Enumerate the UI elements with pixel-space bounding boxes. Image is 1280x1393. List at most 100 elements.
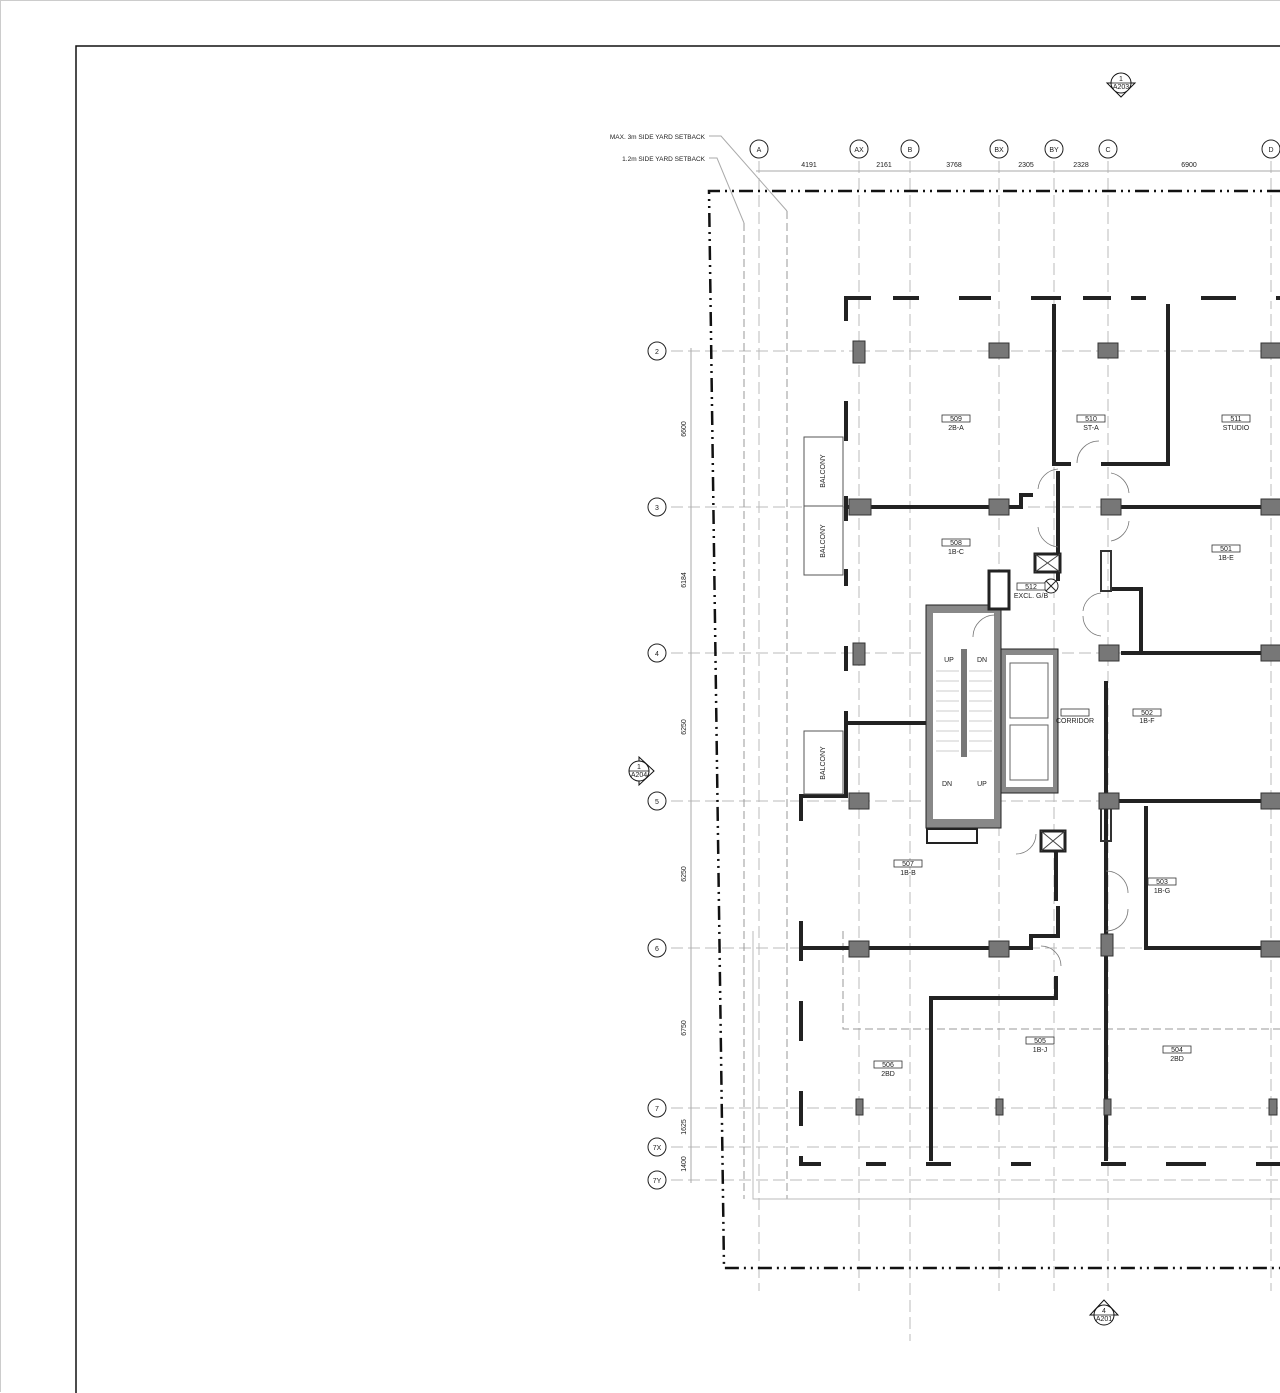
plan-element xyxy=(1076,414,1106,423)
plan-element: 6 xyxy=(655,946,659,953)
plan-element: 2BD xyxy=(1170,1056,1184,1063)
plan-element xyxy=(848,498,872,516)
min-setback-note: 1.2m SIDE YARD SETBACK xyxy=(622,156,706,163)
plan-element xyxy=(1236,296,1276,301)
plan-element: 503 xyxy=(1156,879,1168,886)
plan-element xyxy=(749,139,769,159)
plan-element xyxy=(1144,806,1280,950)
plan-element xyxy=(647,497,667,517)
plan-element: A204 xyxy=(631,772,647,779)
plan-element: 508 xyxy=(950,540,962,547)
plan-element xyxy=(709,157,745,224)
dimension-lines xyxy=(690,170,1280,1183)
plan-element: 505 xyxy=(1034,1038,1046,1045)
plan-element xyxy=(1052,304,1071,466)
plan-element: STUDIO xyxy=(1223,425,1250,432)
plan-element xyxy=(1082,592,1102,612)
plan-element xyxy=(846,493,1033,509)
elevators xyxy=(1000,648,1059,794)
balcony-label: BALCONY xyxy=(820,746,827,780)
plan-element xyxy=(951,1162,1011,1167)
plan-element xyxy=(1009,662,1049,719)
grid-bubble-BY: BY xyxy=(1044,139,1064,159)
plan-element: 1B-B xyxy=(900,870,916,877)
plan-element xyxy=(1101,304,1170,466)
plan-element: 7 xyxy=(655,1106,659,1113)
plan-element xyxy=(926,828,978,844)
plan-element: 5 xyxy=(655,799,659,806)
plan-element xyxy=(893,859,923,868)
plan-element: D xyxy=(1268,147,1273,154)
grid-bubble-AX: AX xyxy=(849,139,869,159)
balcony xyxy=(803,505,844,576)
plan-element: 4 xyxy=(655,651,659,658)
plan-element xyxy=(988,498,1010,516)
setback-notes: MAX. 3m SIDE YARD SETBACK 1.2m SIDE YARD… xyxy=(610,134,788,224)
plan-element: 4 xyxy=(1102,1308,1106,1315)
exterior-walls xyxy=(799,296,1280,1167)
plan-element xyxy=(871,296,893,301)
plan-element xyxy=(1261,139,1280,159)
plan-element xyxy=(799,821,804,921)
balcony-label: BALCONY xyxy=(820,454,827,488)
plan-element xyxy=(873,1060,903,1069)
plan-element: 512 xyxy=(1025,584,1037,591)
section-marker-top: 1 A203 xyxy=(1105,72,1137,98)
grid-bubble-5: 5 xyxy=(647,791,667,811)
grid-bubble-6: 6 xyxy=(647,938,667,958)
plan-element: 1B-C xyxy=(948,549,964,556)
plan-element xyxy=(1105,870,1129,894)
plan-element: 2B-A xyxy=(948,425,964,432)
plan-element xyxy=(988,342,1010,359)
plan-element xyxy=(1100,933,1114,957)
plan-element xyxy=(647,341,667,361)
balcony-label: BALCONY xyxy=(820,524,827,558)
plan-element xyxy=(972,614,996,638)
plan-element xyxy=(852,642,866,666)
plan-element: 1B-E xyxy=(1218,555,1234,562)
plan-element: 6600 xyxy=(681,421,688,437)
plan-element: 1625 xyxy=(681,1119,688,1135)
stair-up-label: UP xyxy=(977,781,987,788)
plan-element xyxy=(1098,644,1120,662)
section-marker-bottom: 4 A201 xyxy=(1088,1299,1120,1326)
plan-element xyxy=(987,569,1011,611)
plan-element: 6750 xyxy=(681,1020,688,1036)
plan-element xyxy=(1100,498,1122,516)
plan-element xyxy=(821,1162,866,1167)
plan-element xyxy=(1037,526,1059,548)
stair-up-label: UP xyxy=(944,657,954,664)
property-line xyxy=(707,189,1280,1270)
balcony xyxy=(803,436,844,507)
grid-bubble-4: 4 xyxy=(647,643,667,663)
plan-element xyxy=(1132,708,1162,717)
balconies: BALCONY BALCONY BALCONY xyxy=(803,436,844,795)
plan-element: 507 xyxy=(902,861,914,868)
grid-bubble-BX: BX xyxy=(989,139,1009,159)
plan-element xyxy=(1061,296,1083,301)
plan-element xyxy=(1097,342,1119,359)
plan-element xyxy=(801,906,1060,950)
plan-element: BX xyxy=(994,147,1004,154)
plan-element: EXCL. G/B xyxy=(1014,593,1049,600)
plan-element: A203 xyxy=(1113,84,1129,91)
plan-element: BY xyxy=(1049,147,1059,154)
plan-element xyxy=(1146,296,1201,301)
interior-walls xyxy=(801,304,1280,1161)
plan-element xyxy=(852,340,866,364)
plan-element xyxy=(1206,1162,1256,1167)
balcony xyxy=(803,730,844,795)
plan-element xyxy=(1221,414,1251,423)
plan-element xyxy=(1110,520,1130,542)
plan-element xyxy=(1162,1045,1192,1054)
grid-bubble-2: 2 xyxy=(647,341,667,361)
room-tag-507: 507 1B-B xyxy=(893,859,923,877)
grid-bubble-3: 3 xyxy=(647,497,667,517)
plan-element: 3 xyxy=(655,505,659,512)
plan-element xyxy=(1268,1098,1278,1116)
